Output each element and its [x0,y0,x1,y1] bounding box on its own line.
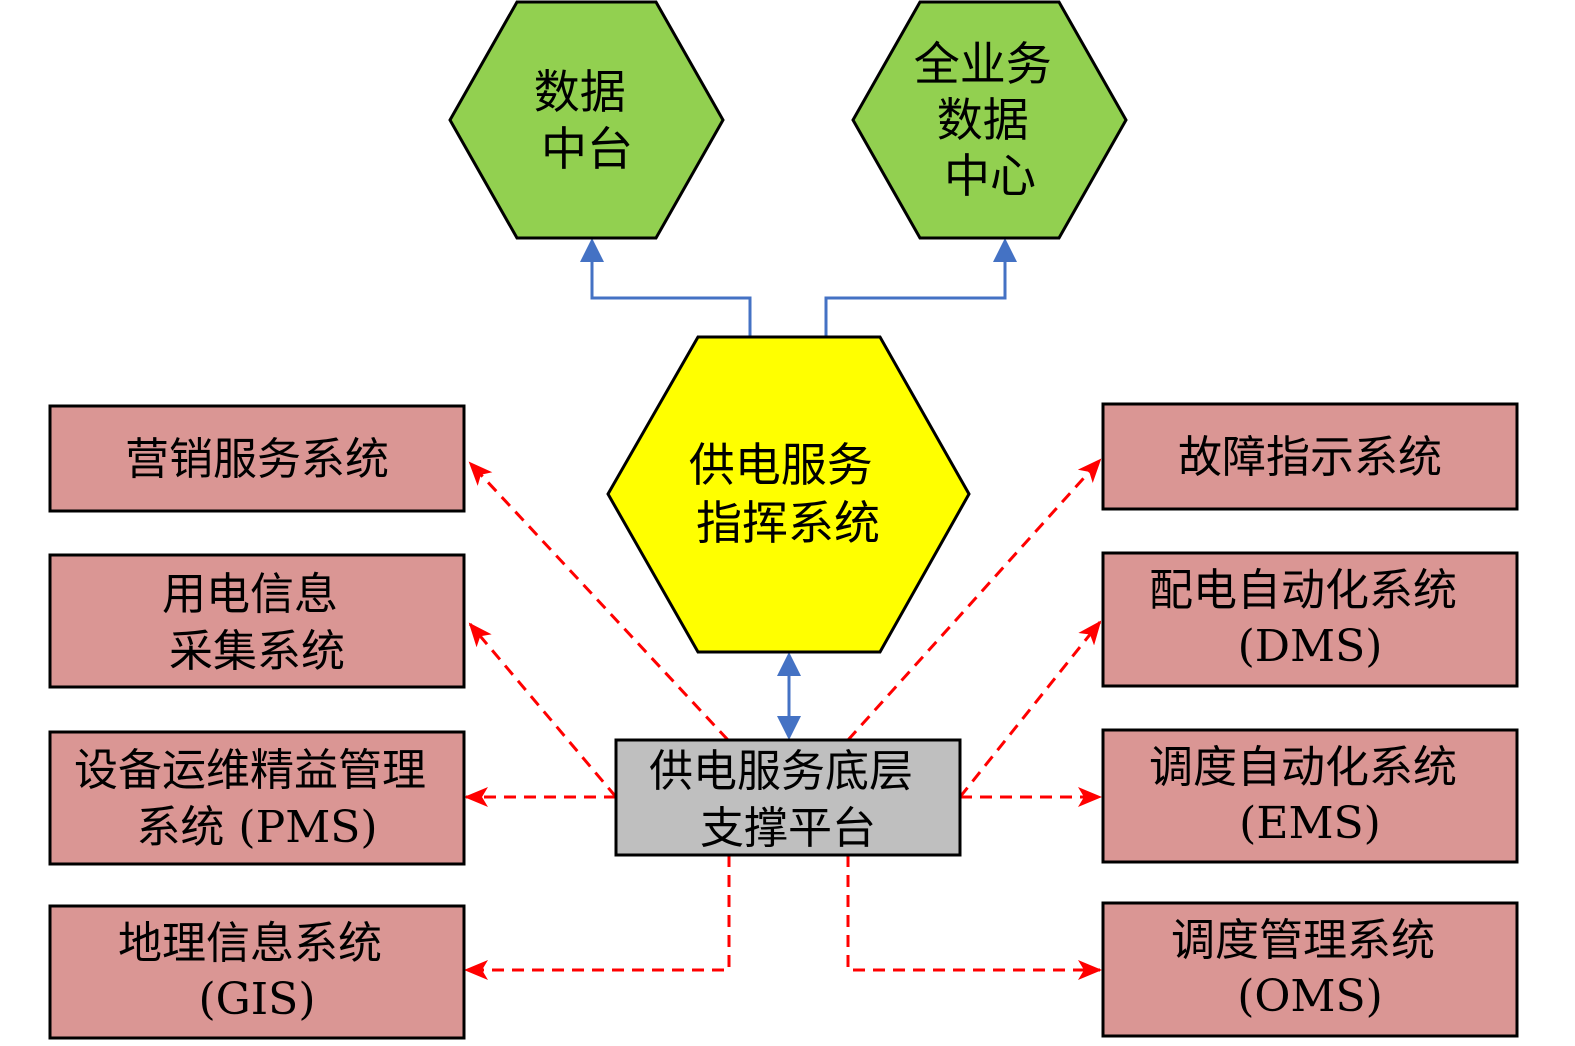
system-box-fault-indicator: 故障指示系统 [1101,402,1519,511]
system-label-line: 营销服务系统 [125,434,389,485]
connector-to-dms [958,620,1102,798]
blue-connectors [590,256,1007,722]
system-rect [48,730,466,866]
platform-rect [614,738,962,857]
connector-command-to-data-platform [590,256,752,337]
platform-label-line: 支撑平台 [700,803,876,854]
connector-to-gis [464,855,731,980]
svg-text:数据 中台: 数据 中台 [534,65,641,176]
hexagon-label-line: 中心 [944,149,1036,203]
system-box-ems: 调度自动化系统 (EMS) [1101,728,1519,864]
hexagon-shape [448,0,725,240]
hexagon-shape [851,0,1128,240]
system-rect [1101,402,1519,511]
connector-to-marketing [468,461,730,742]
blue-arrowheads [580,238,1017,740]
system-box-electricity-info-collection: 用电信息 采集系统 [48,553,466,689]
arrowhead-command-up [777,652,801,676]
hexagon-power-service-command-system: 供电服务 指挥系统 [606,335,971,654]
system-label-line: (DMS) [1238,621,1383,672]
system-box-dms: 配电自动化系统 (DMS) [1101,551,1519,688]
system-rect [48,904,466,1040]
svg-text:供电服务底层 支撑平台: 供电服务底层 支撑平台 [649,746,927,854]
system-rect [1101,551,1519,688]
system-rect [1101,728,1519,864]
system-box-gis: 地理信息系统 (GIS) [48,904,466,1040]
system-label-line: 系统 (PMS) [136,802,377,853]
svg-text:配电自动化系统 (DMS): 配电自动化系统 (DMS) [1149,565,1471,672]
svg-text:设备运维精益管理 系统 (PMS): 设备运维精益管理 系统 (PMS) [74,745,440,853]
arrowhead-data-platform [580,238,604,262]
system-box-pms: 设备运维精益管理 系统 (PMS) [48,730,466,866]
svg-text:故障指示系统: 故障指示系统 [1178,432,1442,483]
hexagon-label-line: 数据 [937,93,1029,147]
system-label-line: (GIS) [198,974,315,1025]
svg-text:供电服务 指挥系统: 供电服务 指挥系统 [689,438,888,550]
arrowhead-platform-down [777,716,801,740]
system-label-line: 设备运维精益管理 [74,745,426,796]
svg-text:调度自动化系统 (EMS): 调度自动化系统 (EMS) [1149,742,1471,849]
connector-to-oms [846,855,1102,980]
connector-command-to-full-business-center [824,256,1007,337]
hexagon-label-line: 数据 [534,65,626,119]
system-box-oms: 调度管理系统 (OMS) [1101,901,1519,1038]
system-label-line: 地理信息系统 [118,918,382,969]
system-label-line: 配电自动化系统 [1149,565,1457,616]
system-label-line: 调度自动化系统 [1149,742,1457,793]
system-rect [48,553,466,689]
system-label-line: 调度管理系统 [1171,915,1435,966]
hexagon-full-business-data-center: 全业务 数据 中心 [851,0,1128,240]
system-rect [48,404,466,513]
svg-text:调度管理系统 (OMS): 调度管理系统 (OMS) [1171,915,1449,1022]
system-label-line: (EMS) [1239,798,1381,849]
hexagon-data-platform: 数据 中台 [448,0,725,240]
platform-label-line: 供电服务底层 [649,746,913,797]
hexagon-shape [606,335,971,654]
svg-text:全业务 数据 中心: 全业务 数据 中心 [914,37,1067,203]
system-label-line: (OMS) [1237,971,1383,1022]
system-label-line: 采集系统 [169,626,345,677]
system-label-line: 用电信息 [162,569,338,620]
support-platform-box: 供电服务底层 支撑平台 [614,738,962,857]
system-rect [1101,901,1519,1038]
svg-text:营销服务系统: 营销服务系统 [125,434,389,485]
connector-to-fault-indicator [846,458,1102,742]
svg-text:用电信息 采集系统: 用电信息 采集系统 [162,569,352,677]
system-box-marketing: 营销服务系统 [48,404,466,513]
svg-text:地理信息系统 (GIS): 地理信息系统 (GIS) [118,918,396,1025]
hexagon-label-line: 供电服务 [689,438,873,492]
system-label-line: 故障指示系统 [1178,432,1442,483]
connector-to-collection [468,622,618,798]
hexagon-label-line: 指挥系统 [696,496,880,550]
arrowhead-full-business-center [993,238,1017,262]
hexagon-label-line: 全业务 [914,37,1052,91]
hexagon-label-line: 中台 [541,122,633,176]
red-connectors [464,458,1102,980]
